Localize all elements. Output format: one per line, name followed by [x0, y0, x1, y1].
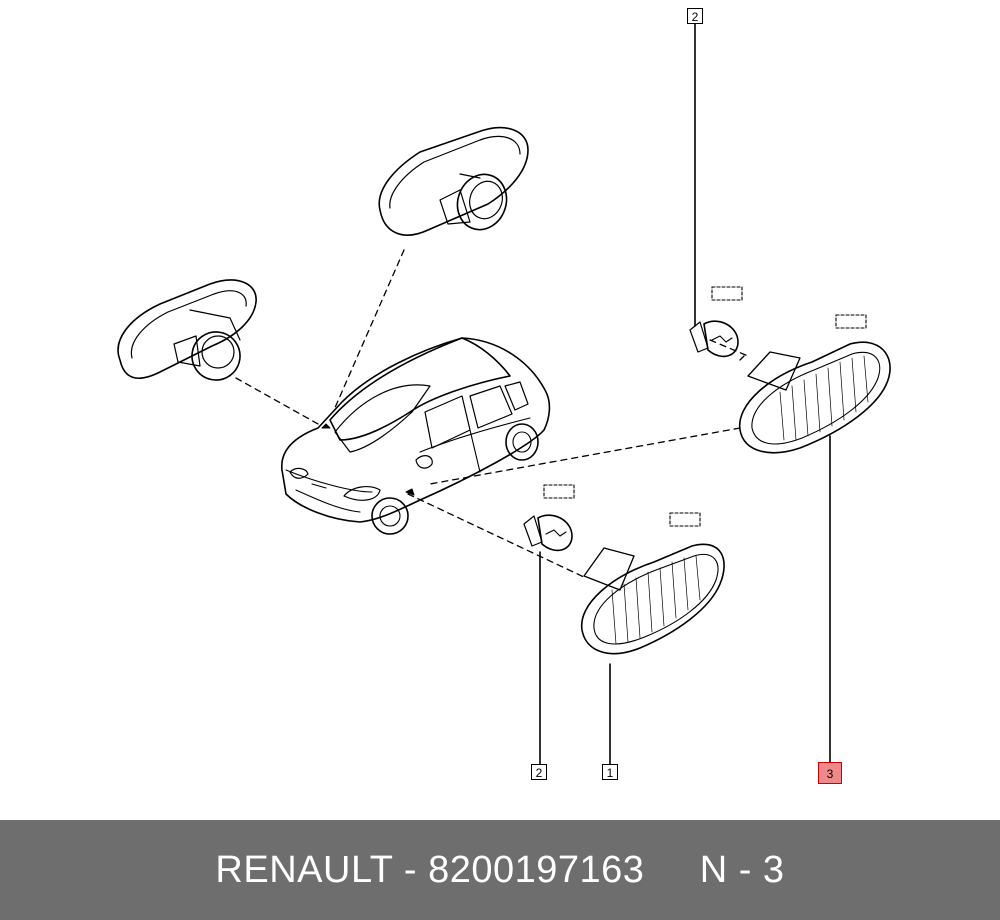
callout-bulb-lower: 2 — [531, 764, 547, 780]
brand-separator: - — [403, 848, 417, 891]
lower-bulb-illustration — [523, 514, 573, 552]
car-illustration — [281, 337, 551, 535]
position-reference: N - 3 — [699, 848, 785, 891]
left-bracket-illustration — [117, 279, 257, 381]
exploded-parts-diagram — [117, 23, 891, 765]
rear-side-lamp-illustration — [739, 341, 891, 454]
footer-bar: RENAULT - 8200197163 N - 3 — [0, 820, 1000, 920]
front-side-lamp-illustration — [581, 543, 725, 655]
upper-bulb-illustration — [689, 320, 739, 358]
brand-name: RENAULT — [215, 848, 393, 891]
dashed-leader-lines — [235, 249, 749, 579]
part-number: 8200197163 — [428, 848, 645, 891]
reference-tags — [543, 286, 867, 527]
footer-caption: RENAULT - 8200197163 N - 3 — [215, 849, 784, 892]
callout-bulb-upper: 2 — [687, 8, 703, 24]
upper-bracket-illustration — [378, 126, 529, 236]
callout-lamp-rear-highlighted: 3 — [818, 762, 842, 784]
callout-lamp-front: 1 — [602, 764, 618, 780]
callout-leaders — [539, 23, 831, 765]
